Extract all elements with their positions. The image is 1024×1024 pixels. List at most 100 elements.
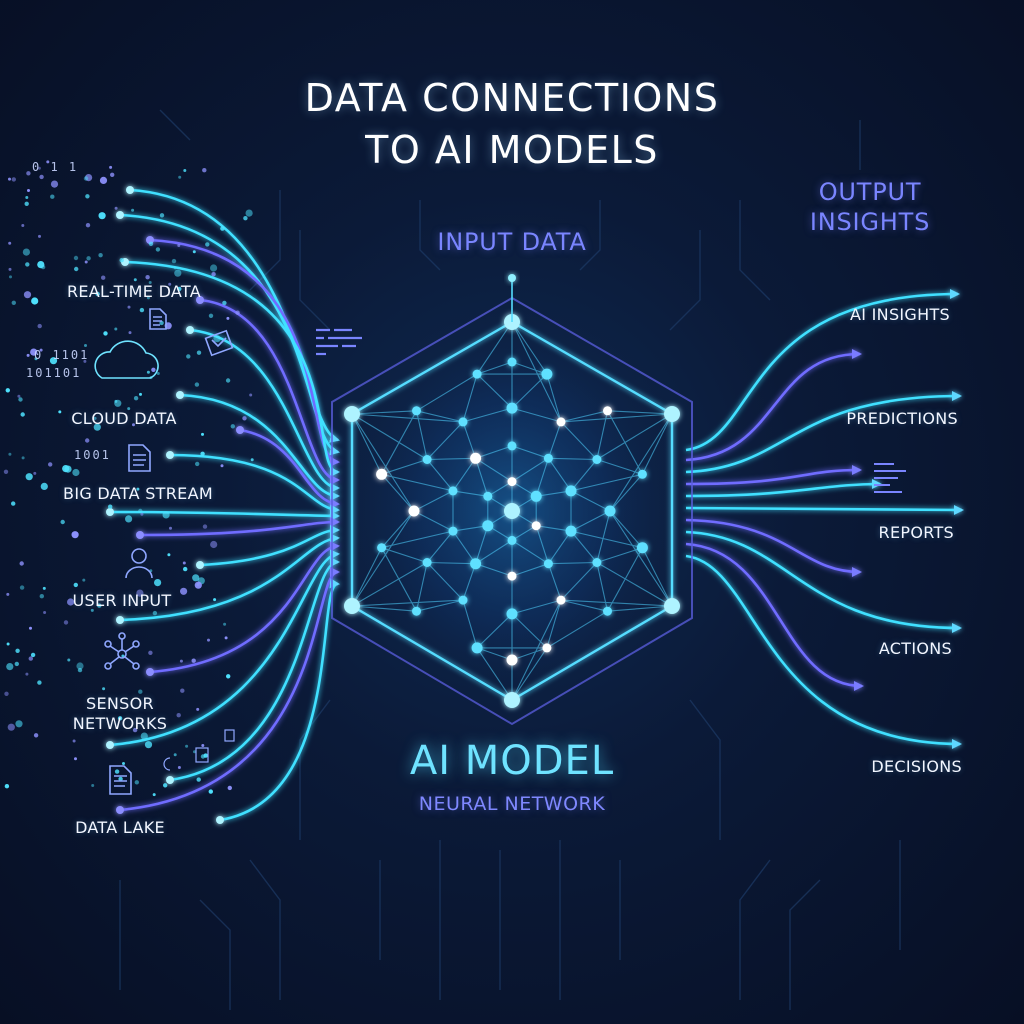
output-label-reports: REPORTS bbox=[878, 523, 954, 542]
particle-dot bbox=[42, 586, 46, 590]
network-node bbox=[412, 406, 421, 416]
particle-dot bbox=[194, 382, 200, 387]
curve-start-dot bbox=[186, 326, 194, 334]
particle-dot bbox=[140, 512, 144, 516]
output-curve bbox=[685, 391, 962, 474]
network-edge bbox=[511, 599, 562, 615]
particle-dot bbox=[208, 313, 214, 318]
particle-dot bbox=[101, 275, 106, 280]
input-curve bbox=[169, 557, 340, 782]
particle-dot bbox=[169, 526, 172, 530]
curve-start-dot bbox=[116, 616, 124, 624]
particle-dot bbox=[125, 515, 133, 523]
network-node bbox=[637, 469, 647, 479]
particle-dot bbox=[48, 462, 53, 467]
input-curve bbox=[199, 525, 340, 567]
curve-start-dot bbox=[136, 531, 144, 539]
network-node bbox=[504, 692, 520, 708]
particle-dot bbox=[7, 723, 15, 731]
input-curve bbox=[109, 549, 340, 747]
network-edge bbox=[476, 321, 513, 375]
network-node bbox=[458, 417, 468, 427]
network-edge bbox=[511, 599, 562, 701]
particle-dot bbox=[49, 357, 58, 365]
particle-dot bbox=[176, 713, 181, 718]
particle-dot bbox=[185, 744, 189, 748]
output-curve bbox=[685, 289, 960, 452]
curve-start-dot bbox=[106, 741, 114, 749]
particle-dot bbox=[183, 566, 188, 572]
network-edge bbox=[426, 562, 464, 601]
network-edge bbox=[607, 605, 673, 612]
particle-dot bbox=[5, 388, 10, 393]
particle-dot bbox=[154, 579, 162, 587]
network-edge bbox=[381, 473, 415, 512]
particle-dot bbox=[24, 201, 29, 206]
core-antenna-tip bbox=[508, 274, 516, 282]
network-edge bbox=[596, 562, 609, 612]
input-curve bbox=[129, 188, 340, 443]
document-icon bbox=[128, 444, 151, 472]
particle-dot bbox=[220, 226, 225, 231]
particle-dot bbox=[95, 291, 100, 297]
network-node bbox=[470, 452, 482, 464]
network-edge bbox=[536, 525, 572, 532]
output-curve bbox=[685, 504, 964, 515]
particle-dot bbox=[202, 168, 207, 173]
particle-dot bbox=[213, 598, 217, 602]
network-edge bbox=[511, 373, 548, 409]
network-edge bbox=[351, 413, 383, 475]
network-node bbox=[376, 468, 388, 480]
particle-dot bbox=[11, 300, 16, 305]
network-edge bbox=[607, 410, 643, 475]
network-edge bbox=[596, 510, 611, 563]
particle-dot bbox=[250, 458, 254, 462]
particle-dot bbox=[74, 757, 77, 761]
particle-dot bbox=[85, 223, 91, 228]
network-edge bbox=[381, 547, 417, 612]
network-node bbox=[344, 598, 360, 614]
particle-dot bbox=[118, 776, 123, 782]
particle-dot bbox=[202, 524, 208, 529]
ai-model-title: AI MODEL bbox=[409, 738, 615, 784]
particle-dot bbox=[192, 574, 200, 582]
network-edge bbox=[427, 457, 476, 461]
particle-dot bbox=[146, 296, 150, 300]
network-edge bbox=[596, 410, 609, 460]
network-edge bbox=[511, 613, 548, 649]
network-edge bbox=[560, 410, 608, 423]
network-edge bbox=[547, 530, 572, 565]
particle-dot bbox=[177, 244, 181, 247]
document-icon bbox=[149, 308, 167, 330]
particle-dot bbox=[152, 610, 158, 616]
particle-dot bbox=[40, 482, 48, 490]
particle-dot bbox=[8, 267, 12, 271]
particle-dot bbox=[205, 242, 210, 247]
input-curve bbox=[219, 578, 340, 822]
network-node bbox=[506, 654, 518, 666]
network-edge bbox=[596, 562, 673, 607]
particle-dot bbox=[39, 174, 44, 180]
network-edge bbox=[535, 458, 549, 497]
network-edge bbox=[570, 459, 598, 492]
particle-dot bbox=[17, 394, 21, 398]
particle-dot bbox=[28, 656, 33, 661]
particle-dot bbox=[72, 739, 76, 743]
network-edge bbox=[476, 373, 513, 409]
particle-dot bbox=[138, 508, 143, 514]
particle-dot bbox=[103, 331, 108, 336]
curve-start-dot bbox=[106, 508, 114, 516]
particle-dot bbox=[31, 297, 39, 305]
network-node bbox=[664, 406, 680, 422]
cloud-icon bbox=[94, 340, 159, 379]
particle-dot bbox=[245, 209, 253, 217]
particle-dot bbox=[227, 785, 232, 791]
curve-start-dot bbox=[196, 561, 204, 569]
particle-dot bbox=[3, 469, 9, 474]
particle-dot bbox=[110, 172, 115, 177]
particle-dot bbox=[134, 780, 139, 785]
text-lines-icon bbox=[874, 463, 906, 493]
particle-dot bbox=[146, 370, 150, 374]
particle-dot bbox=[37, 680, 42, 685]
particle-dot bbox=[37, 323, 42, 329]
